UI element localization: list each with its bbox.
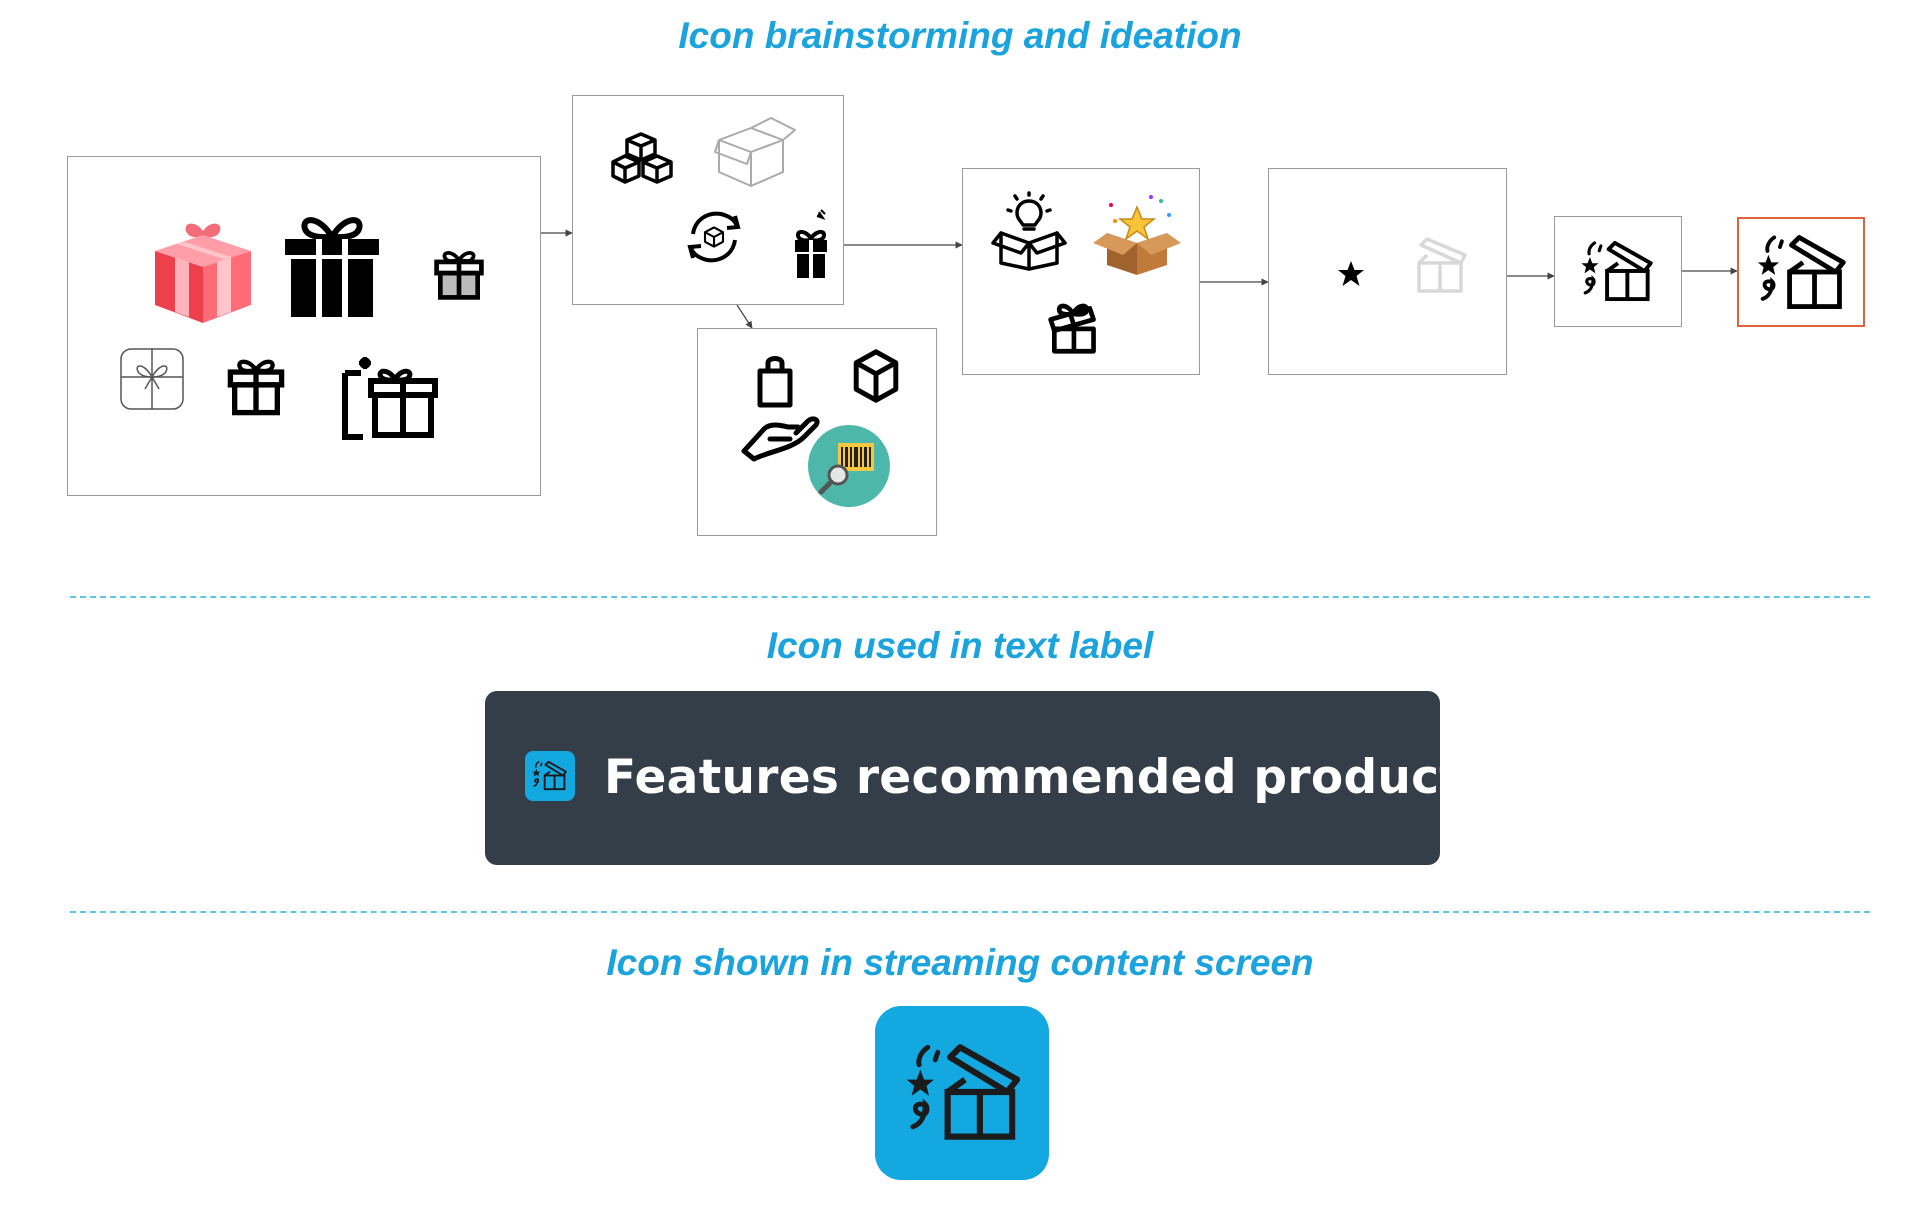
box-with-lightbulb-icon bbox=[991, 191, 1067, 271]
ideation-frame-2 bbox=[572, 95, 844, 305]
ideation-frame-5 bbox=[1268, 168, 1507, 375]
brainstorm-section-title: Icon brainstorming and ideation bbox=[678, 15, 1242, 56]
text-label-text: Features recommended products bbox=[604, 750, 1491, 805]
ideation-frame-4 bbox=[962, 168, 1200, 375]
label-gift-icon bbox=[525, 751, 575, 801]
ideation-frame-6 bbox=[1554, 216, 1682, 327]
rotating-cube-icon bbox=[687, 211, 741, 263]
outline-gift-card-icon bbox=[120, 348, 184, 410]
black-gift-box-icon bbox=[285, 217, 379, 317]
open-box-icon bbox=[714, 117, 796, 187]
small-gift-icon bbox=[431, 247, 487, 303]
ideation-frame-3 bbox=[697, 328, 937, 536]
streaming-open-gift-sparkle-icon bbox=[903, 1040, 1027, 1144]
gift-outline-icon bbox=[1048, 303, 1096, 354]
gift-tag-icon bbox=[795, 209, 827, 278]
red-gift-box-icon bbox=[155, 223, 251, 323]
ideation-frame-final bbox=[1737, 217, 1865, 327]
flow-connectors bbox=[541, 229, 1738, 329]
barcode-search-icon bbox=[808, 425, 890, 507]
section-divider-2 bbox=[70, 911, 1870, 913]
connector-2-3 bbox=[736, 304, 753, 329]
gift-with-fireworks-icon bbox=[342, 357, 438, 440]
faded-open-gift-icon bbox=[1417, 237, 1467, 293]
final-open-gift-sparkle-icon bbox=[1755, 233, 1851, 311]
ideation-frame-1 bbox=[67, 156, 541, 496]
gift-icon bbox=[223, 355, 289, 419]
section-divider-1 bbox=[70, 596, 1870, 598]
star-icon bbox=[1338, 261, 1364, 286]
hand-holding-bag-icon bbox=[741, 356, 820, 462]
text-label-section-title: Icon used in text label bbox=[766, 625, 1154, 666]
cube-icon bbox=[853, 349, 899, 403]
open-gift-sparkle-icon bbox=[1579, 240, 1653, 302]
streaming-section-title: Icon shown in streaming content screen bbox=[606, 942, 1314, 983]
stacked-boxes-icon bbox=[611, 132, 673, 184]
streaming-icon-tile[interactable] bbox=[875, 1006, 1049, 1180]
box-with-star-icon bbox=[1093, 195, 1181, 275]
text-label-bar: Features recommended products bbox=[485, 691, 1490, 865]
